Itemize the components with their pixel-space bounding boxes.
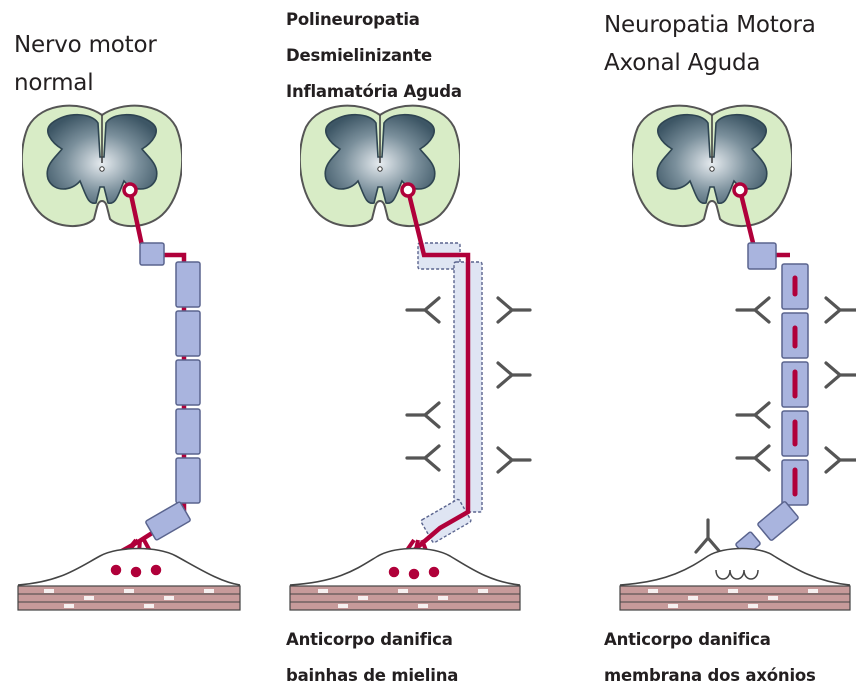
caption-line: Anticorpo danifica [604, 622, 816, 658]
panel-aidp-caption: Anticorpo danifica bainhas de mielina [286, 622, 458, 694]
panel-normal [18, 106, 240, 610]
caption-line: bainhas de mielina [286, 658, 458, 694]
muscle-fibers [18, 586, 240, 610]
myelin-sheath [140, 243, 200, 541]
title-line: Neuropatia Motora [604, 6, 816, 44]
panel-aman-caption: Anticorpo danifica membrana dos axónios [604, 622, 816, 694]
panel-aman-title: Neuropatia Motora Axonal Aguda [604, 6, 816, 82]
muscle-fibers [290, 586, 520, 610]
terminal-boutons [110, 564, 162, 578]
neuromuscular-junction [290, 549, 520, 586]
spinal-cord-cross-section [632, 106, 792, 226]
title-line: Nervo motor [14, 26, 157, 64]
panel-normal-title: Nervo motor normal [14, 26, 157, 102]
motor-neuron-body [402, 184, 414, 196]
terminal-boutons [388, 566, 440, 580]
damaged-myelin-sheath [418, 243, 482, 543]
title-line: Axonal Aguda [604, 44, 816, 82]
neuromuscular-junction [620, 549, 850, 586]
panel-aman [620, 106, 856, 610]
title-line: Inflamatória Aguda [286, 74, 462, 110]
panel-aidp-title: Polineuropatia Desmielinizante Inflamató… [286, 2, 462, 110]
title-line: Desmielinizante [286, 38, 462, 74]
muscle-fibers [620, 586, 850, 610]
motor-neuron-body [124, 184, 136, 196]
spinal-cord-cross-section [300, 106, 460, 226]
motor-neuron-body [734, 184, 746, 196]
neuromuscular-junction [18, 549, 240, 586]
caption-line: Anticorpo danifica [286, 622, 458, 658]
panel-aidp [290, 106, 530, 610]
spinal-cord-cross-section [22, 106, 182, 226]
title-line: normal [14, 64, 157, 102]
title-line: Polineuropatia [286, 2, 462, 38]
caption-line: membrana dos axónios [604, 658, 816, 694]
